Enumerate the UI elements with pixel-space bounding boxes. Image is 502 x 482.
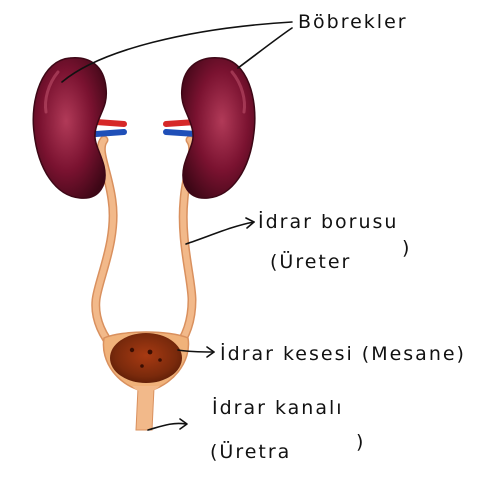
- label-bladder: İdrar kesesi (Mesane): [220, 342, 466, 365]
- leader-ureter: [185, 221, 255, 245]
- label-urethra-close: ): [356, 431, 365, 453]
- label-ureter: İdrar borusu: [258, 210, 398, 233]
- leader-lines: [61, 21, 293, 431]
- urethra: [132, 386, 160, 431]
- ureters: [91, 135, 198, 353]
- right-kidney: [180, 57, 256, 199]
- leader-bladder: [177, 349, 215, 353]
- label-kidneys: Böbrekler: [298, 11, 408, 33]
- bladder: [102, 331, 190, 393]
- leader-kidney-right: [237, 27, 293, 69]
- leader-urethra: [147, 422, 187, 431]
- left-kidney: [32, 57, 108, 199]
- label-ureter-close: ): [402, 237, 411, 259]
- label-urethra-alt: (Üretra: [210, 440, 291, 463]
- renal-vessels: [93, 119, 199, 137]
- leader-kidney-left: [61, 21, 293, 83]
- label-ureter-alt: (Üreter: [270, 250, 351, 273]
- label-urethra: İdrar kanalı: [212, 396, 344, 419]
